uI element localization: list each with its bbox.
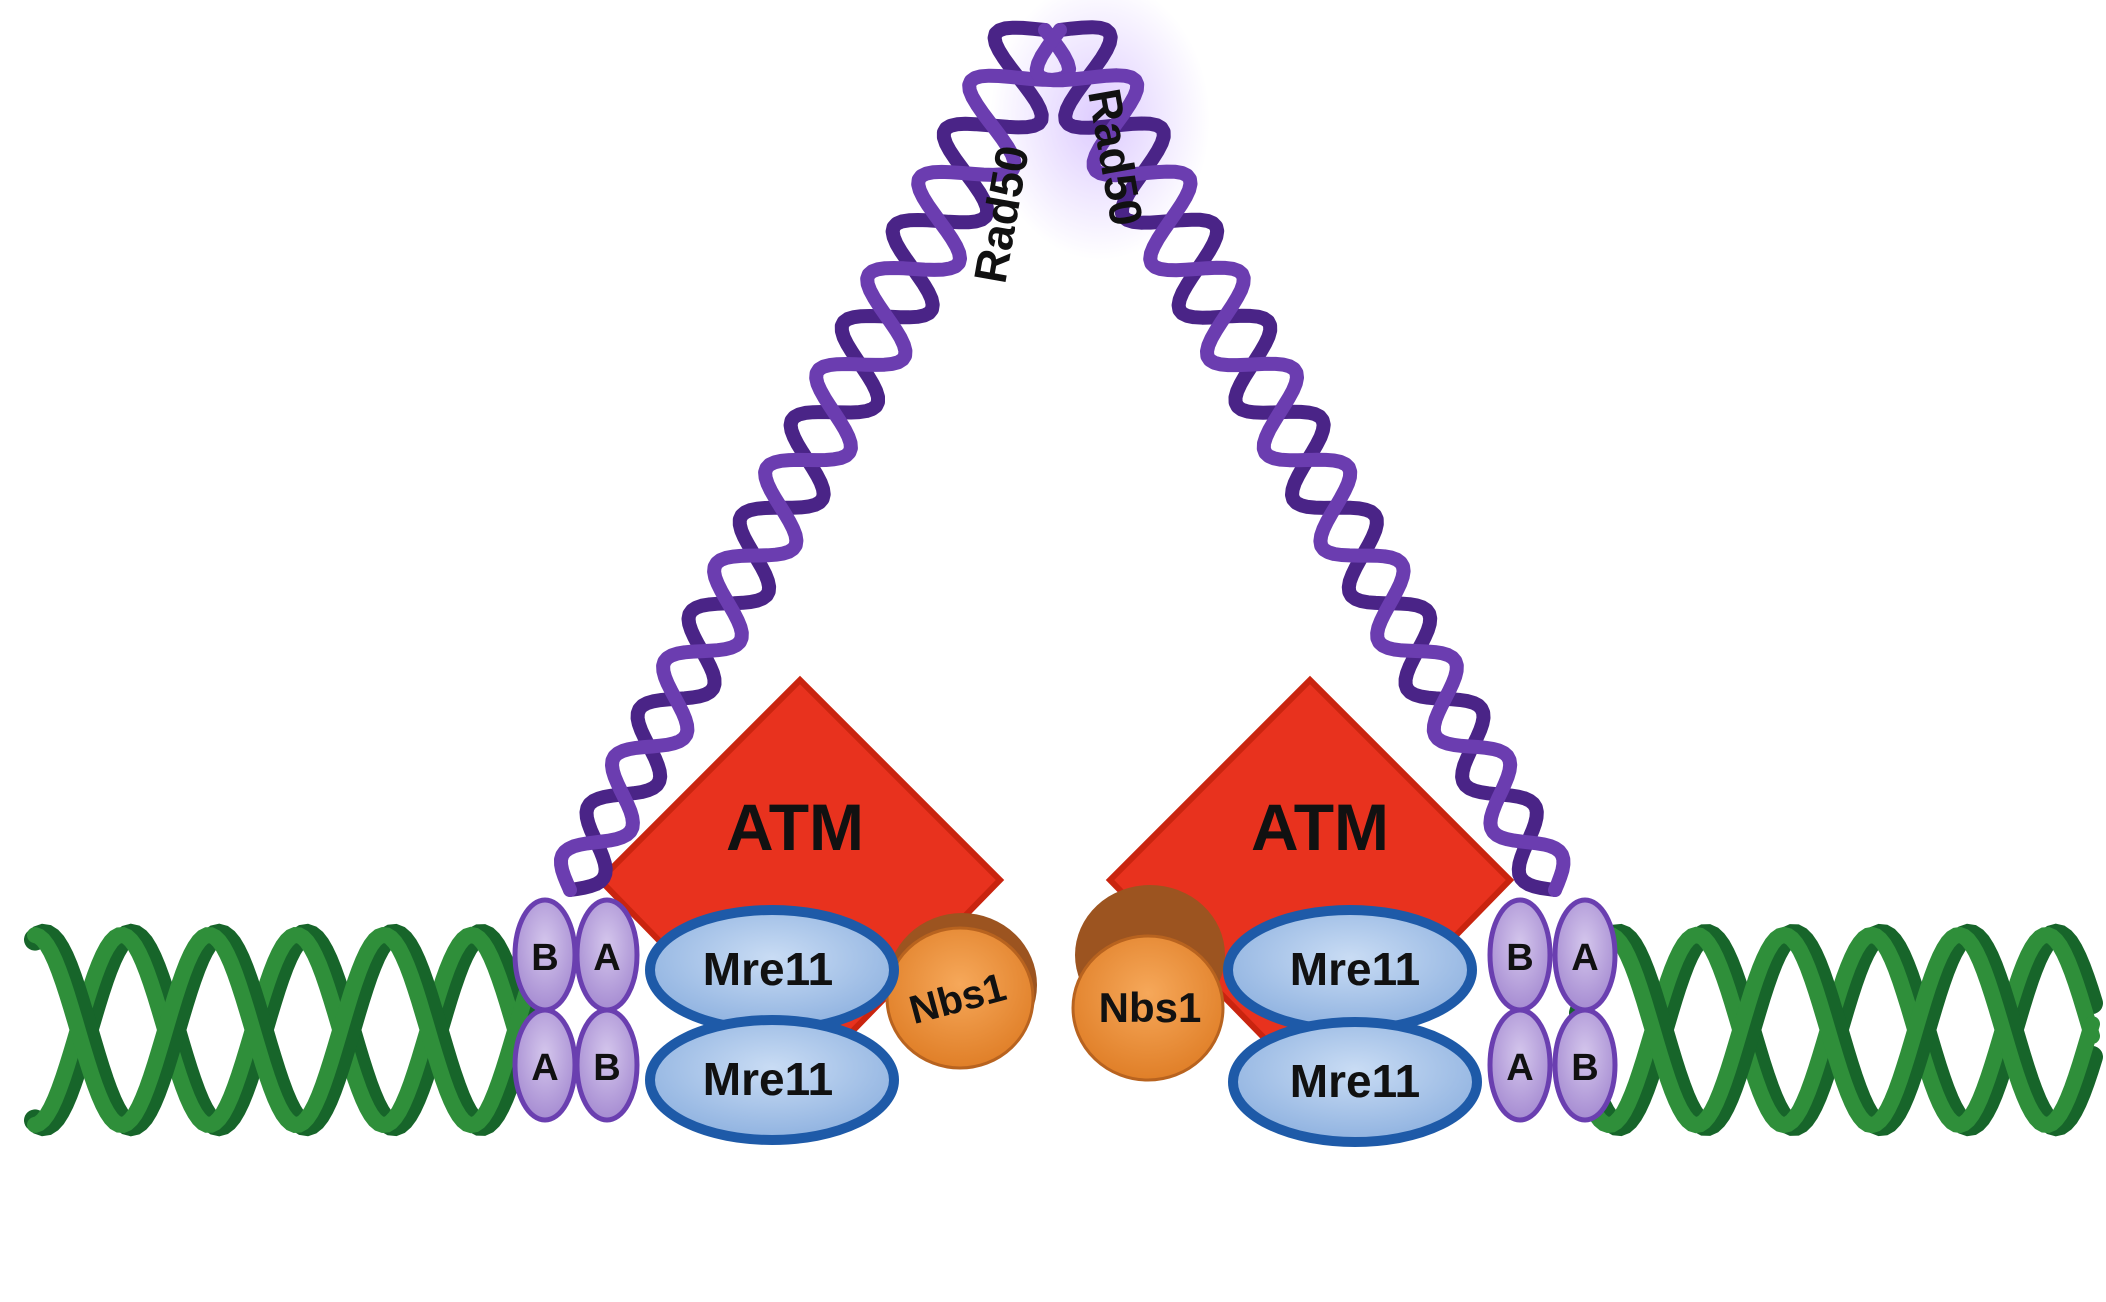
mre11-right-top: Mre11: [1223, 905, 1477, 1035]
mre11-left-top-label: Mre11: [703, 943, 833, 995]
dna-strand: [1572, 926, 2100, 1134]
rad50-left-label: Rad50: [964, 142, 1039, 287]
domain-right-col2-top-label: A: [1571, 937, 1598, 979]
mre11-right-bottom: Mre11: [1228, 1017, 1482, 1147]
mre11-right-bottom-label: Mre11: [1290, 1055, 1420, 1107]
domain-left-col1-top: B: [512, 897, 578, 1013]
dna-helix-left: [24, 923, 554, 1137]
domain-right-col1-bottom: A: [1487, 1007, 1553, 1123]
rad50-strand: [554, 23, 1077, 897]
atm-left-label: ATM: [726, 790, 864, 864]
domain-left-col1-top-label: B: [531, 937, 558, 979]
domain-left-col2-bottom: B: [574, 1007, 640, 1123]
rad50-coil-left: [554, 20, 1077, 897]
domain-right-col1-top: B: [1487, 897, 1553, 1013]
domain-left-col1-bottom: A: [512, 1007, 578, 1123]
domain-left-col2-top: A: [574, 897, 640, 1013]
nbs1-right: Nbs1: [1071, 885, 1225, 1082]
dna-strand: [27, 926, 551, 1134]
mre11-left-bottom-label: Mre11: [703, 1053, 833, 1105]
domain-left-col2-bottom-label: B: [593, 1047, 620, 1089]
dna-strand: [1569, 923, 2103, 1137]
domain-right-col2-bottom: B: [1552, 1007, 1618, 1123]
mre11-left-top: Mre11: [645, 905, 899, 1035]
dna-strand: [27, 926, 551, 1134]
rad50-strand: [1029, 23, 1571, 897]
dna-helix-right: [1569, 923, 2103, 1137]
domain-right-col2-bottom-label: B: [1571, 1047, 1598, 1089]
mre11-right-top-label: Mre11: [1290, 943, 1420, 995]
domain-left-col1-bottom-label: A: [531, 1047, 558, 1089]
rad50-coil-right: [1029, 20, 1571, 897]
domain-right-col1-top-label: B: [1506, 937, 1533, 979]
mre11-left-bottom: Mre11: [645, 1015, 899, 1145]
nbs1-left: Nbs1: [885, 913, 1037, 1070]
domain-right-col2-top: A: [1552, 897, 1618, 1013]
domain-right-col1-bottom-label: A: [1506, 1047, 1533, 1089]
nbs1-right-label: Nbs1: [1099, 984, 1202, 1031]
atm-right-label: ATM: [1251, 790, 1389, 864]
domain-left-col2-top-label: A: [593, 937, 620, 979]
